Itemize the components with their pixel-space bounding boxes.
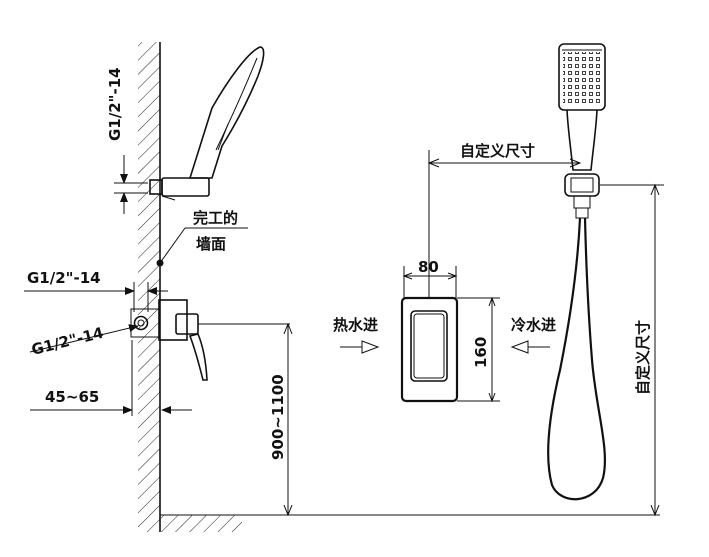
wall-hatch xyxy=(138,42,160,532)
label-plate-width: 80 xyxy=(418,258,439,276)
label-finished-wall-1: 完工的 xyxy=(193,209,238,227)
mixer-handle-inner xyxy=(413,313,445,379)
shower-head-nozzles xyxy=(563,52,601,104)
label-plate-height: 160 xyxy=(472,337,490,368)
label-hot-water: 热水进 xyxy=(333,316,378,334)
dim-plate-width xyxy=(402,266,458,298)
dim-upper-g xyxy=(114,155,148,214)
label-custom-top: 自定义尺寸 xyxy=(460,142,535,160)
dim-custom-right xyxy=(600,183,664,517)
floor-hatch xyxy=(160,515,242,532)
dim-height xyxy=(283,322,293,517)
label-custom-right: 自定义尺寸 xyxy=(634,320,652,395)
dim-depth xyxy=(30,340,192,416)
mixer-handle-front xyxy=(410,310,448,382)
hand-shower-side xyxy=(188,46,265,179)
label-g-left: G1/2"-14 xyxy=(27,269,101,287)
label-depth: 45~65 xyxy=(45,388,99,406)
side-view: G1/2"-14 完工的 墙面 G1/2"-14 G1 xyxy=(24,42,660,532)
label-g-top: G1/2"-14 xyxy=(106,67,124,141)
upper-holder xyxy=(149,177,210,201)
label-height: 900~1100 xyxy=(269,374,287,460)
mixer-valve-side xyxy=(130,299,290,381)
dim-diag-leader xyxy=(29,324,139,353)
cold-water-arrow xyxy=(510,340,550,354)
shower-handle-front xyxy=(566,109,598,171)
shower-holder-front xyxy=(564,173,600,197)
shower-hose xyxy=(547,217,606,501)
front-view: 自定义尺寸 80 160 热水进 冷水进 xyxy=(333,142,582,403)
shower-front: 自定义尺寸 xyxy=(547,43,664,517)
dim-plate-height xyxy=(457,296,500,403)
label-finished-wall-2: 墙面 xyxy=(196,235,226,253)
shower-head-face xyxy=(558,43,606,111)
finished-wall-callout xyxy=(156,227,248,267)
mixer-plate xyxy=(400,296,459,403)
hot-water-arrow xyxy=(340,340,380,354)
dim-left-g xyxy=(24,282,168,312)
label-cold-water: 冷水进 xyxy=(511,316,556,334)
label-g-diag: G1/2"-14 xyxy=(30,324,106,359)
